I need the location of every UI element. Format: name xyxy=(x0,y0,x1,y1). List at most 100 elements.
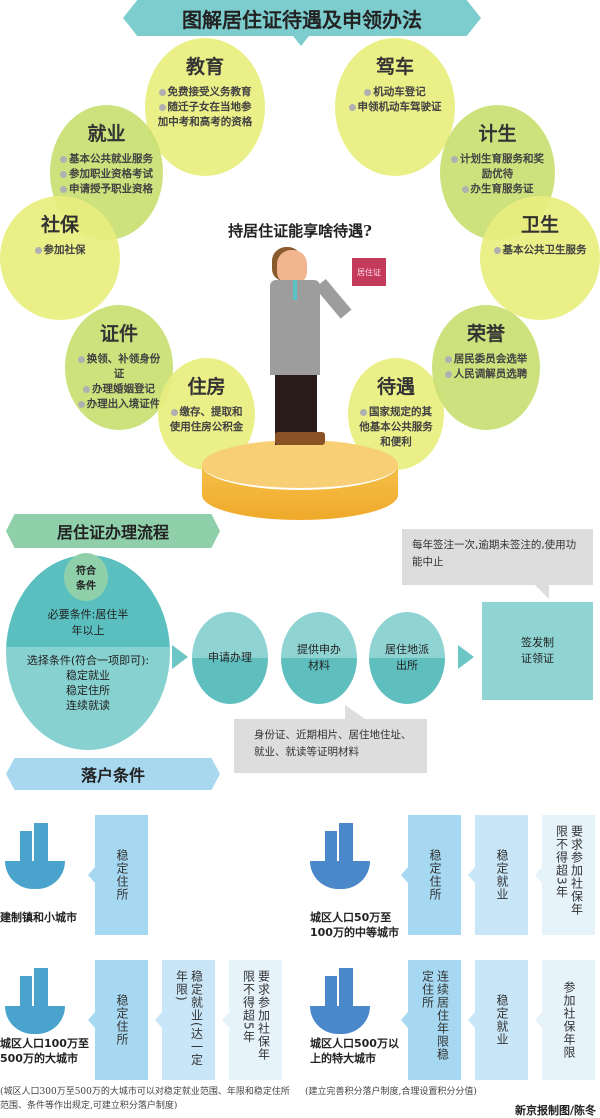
benefit-item: 申领机动车驾驶证 xyxy=(348,100,442,115)
process-step-label: 提供申办材料 xyxy=(297,643,341,672)
annual-endorsement-note: 每年签注一次,逾期未签注的,使用功能中止 xyxy=(402,529,593,585)
platform-top xyxy=(202,440,398,490)
person-arm xyxy=(315,279,352,319)
bullet-icon xyxy=(158,88,166,96)
bullet-icon xyxy=(444,370,452,378)
benefit-circle: 荣誉居民委员会选举人民调解员选聘 xyxy=(432,305,540,430)
benefit-item: 办生育服务证 xyxy=(461,182,534,197)
benefit-item-text: 申请授予职业资格 xyxy=(69,183,153,195)
bullet-icon xyxy=(170,408,178,416)
benefit-title: 驾车 xyxy=(375,56,414,78)
condition-text: 参加社保年限 xyxy=(562,981,576,1059)
benefit-item: 缴存、提取和使用住房公积金 xyxy=(168,405,245,435)
benefit-circle: 证件换领、补领身份证办理婚姻登记办理出入境证件 xyxy=(65,305,173,430)
city-type-label: 城区人口500万以上的特大城市 xyxy=(310,1037,399,1065)
benefit-item: 机动车登记 xyxy=(364,85,426,100)
benefit-item-text: 办理婚姻登记 xyxy=(92,383,155,395)
condition-box: 要求参加社保年限不得超3年 xyxy=(535,815,595,935)
final-step-box: 签发制证领证 xyxy=(482,602,593,700)
credit: 新京报制图/陈冬 xyxy=(514,1104,596,1117)
callout-tail xyxy=(345,705,365,719)
main-title-banner: 图解居住证待遇及申领办法 xyxy=(123,0,481,36)
hukou-title: 落户条件 xyxy=(80,766,145,785)
bullet-icon xyxy=(451,155,458,163)
benefit-circle: 社保参加社保 xyxy=(0,196,120,320)
hukou-title-banner: 落户条件 xyxy=(6,758,220,790)
benefit-item: 办理出入境证件 xyxy=(77,397,160,412)
benefit-item-text: 缴存、提取和使用住房公积金 xyxy=(169,406,244,433)
process-step: 居住地派出所 xyxy=(369,612,445,704)
arrow-icon xyxy=(458,645,474,669)
benefit-circle: 卫生基本公共卫生服务 xyxy=(480,196,600,320)
optional-item: 稳定住所 xyxy=(66,684,110,697)
bullet-icon xyxy=(158,103,166,111)
benefit-item-text: 申领机动车驾驶证 xyxy=(357,101,442,113)
benefit-circle: 住房缴存、提取和使用住房公积金 xyxy=(158,358,255,470)
benefit-item-text: 参加社保 xyxy=(43,244,86,256)
bullet-icon xyxy=(60,155,67,163)
condition-text: 要求参加社保年限不得超3年 xyxy=(554,825,584,916)
benefit-item-text: 换领、补领身份证 xyxy=(86,353,161,380)
card-label: 居住证 xyxy=(357,267,381,277)
condition-text: 要求参加社保年限不得超5年 xyxy=(241,970,271,1061)
person-tie xyxy=(293,280,297,300)
person-shoes xyxy=(275,432,325,445)
condition-text: 稳定住所 xyxy=(115,849,129,901)
benefit-title: 社保 xyxy=(40,214,79,236)
benefit-title: 荣誉 xyxy=(466,323,505,345)
city-type-label: 城区人口100万至500万的大城市 xyxy=(0,1037,89,1065)
main-title: 图解居住证待遇及申领办法 xyxy=(182,7,422,32)
benefit-circle: 教育免费接受义务教育随迁子女在当地参加中考和高考的资格 xyxy=(145,38,265,176)
banner-pointer xyxy=(293,36,309,46)
benefit-item-text: 人民调解员选聘 xyxy=(453,368,528,380)
bullet-icon xyxy=(60,185,67,193)
condition-badge: 符合条件 xyxy=(64,553,108,601)
benefit-item-text: 随迁子女在当地参加中考和高考的资格 xyxy=(157,101,253,128)
condition-box: 稳定住所 xyxy=(401,815,461,935)
bullet-icon xyxy=(83,385,90,393)
condition-box: 稳定住所 xyxy=(88,960,148,1080)
benefit-item-text: 国家规定的其他基本公共服务和便利 xyxy=(359,406,433,448)
condition-box: 稳定住所 xyxy=(88,815,148,935)
condition-text: 稳定就业(达一定年限) xyxy=(174,970,204,1067)
benefit-item: 随迁子女在当地参加中考和高考的资格 xyxy=(155,100,255,130)
benefit-item: 基本公共卫生服务 xyxy=(493,243,587,258)
condition-box: 要求参加社保年限不得超5年 xyxy=(222,960,282,1080)
condition-text: 稳定住所 xyxy=(428,849,442,901)
bullet-icon xyxy=(493,246,501,254)
optional-item: 连续就读 xyxy=(66,699,110,712)
condition-badge-label: 符合条件 xyxy=(76,566,96,592)
benefit-title: 卫生 xyxy=(520,214,559,236)
benefit-item: 计划生育服务和奖励优待 xyxy=(450,152,545,182)
city-type-label: 建制镇和小城市 xyxy=(0,911,77,924)
annual-note-text: 每年签注一次,逾期未签注的,使用功能中止 xyxy=(412,539,577,568)
process-title-banner: 居住证办理流程 xyxy=(6,514,220,548)
benefit-title: 证件 xyxy=(99,323,138,345)
optional-half xyxy=(6,646,170,750)
benefit-item-text: 基本公共卫生服务 xyxy=(502,244,587,256)
process-step-label: 申请办理 xyxy=(208,651,252,664)
building-icon xyxy=(5,968,65,1036)
bullet-icon xyxy=(348,103,356,111)
benefit-item: 基本公共就业服务 xyxy=(60,152,153,167)
benefit-circle: 驾车机动车登记申领机动车驾驶证 xyxy=(335,38,455,176)
materials-note-text: 身份证、近期相片、居住地住址、就业、就读等证明材料 xyxy=(254,729,412,758)
required-condition: 必要条件:居住半年以上 xyxy=(47,608,129,637)
benefit-item: 申请授予职业资格 xyxy=(60,182,153,197)
bullet-icon xyxy=(77,400,85,408)
optional-item: 稳定就业 xyxy=(66,669,110,682)
benefit-item: 国家规定的其他基本公共服务和便利 xyxy=(358,405,434,450)
benefit-item-text: 参加职业资格考试 xyxy=(69,168,153,180)
benefit-item-text: 居民委员会选举 xyxy=(453,353,528,365)
bullet-icon xyxy=(461,185,469,193)
process-title: 居住证办理流程 xyxy=(56,523,169,542)
condition-box: 连续居住年限稳定住所 xyxy=(401,960,461,1080)
condition-text: 连续居住年限稳定住所 xyxy=(420,970,450,1061)
building-icon xyxy=(310,823,370,891)
question-heading: 持居住证能享啥待遇? xyxy=(228,222,372,240)
building-icon xyxy=(310,968,370,1036)
benefit-item-text: 办生育服务证 xyxy=(470,183,534,195)
condition-box: 稳定就业 xyxy=(468,815,528,935)
person-illustration: 居住证 xyxy=(265,250,386,450)
benefit-title: 就业 xyxy=(87,123,126,145)
